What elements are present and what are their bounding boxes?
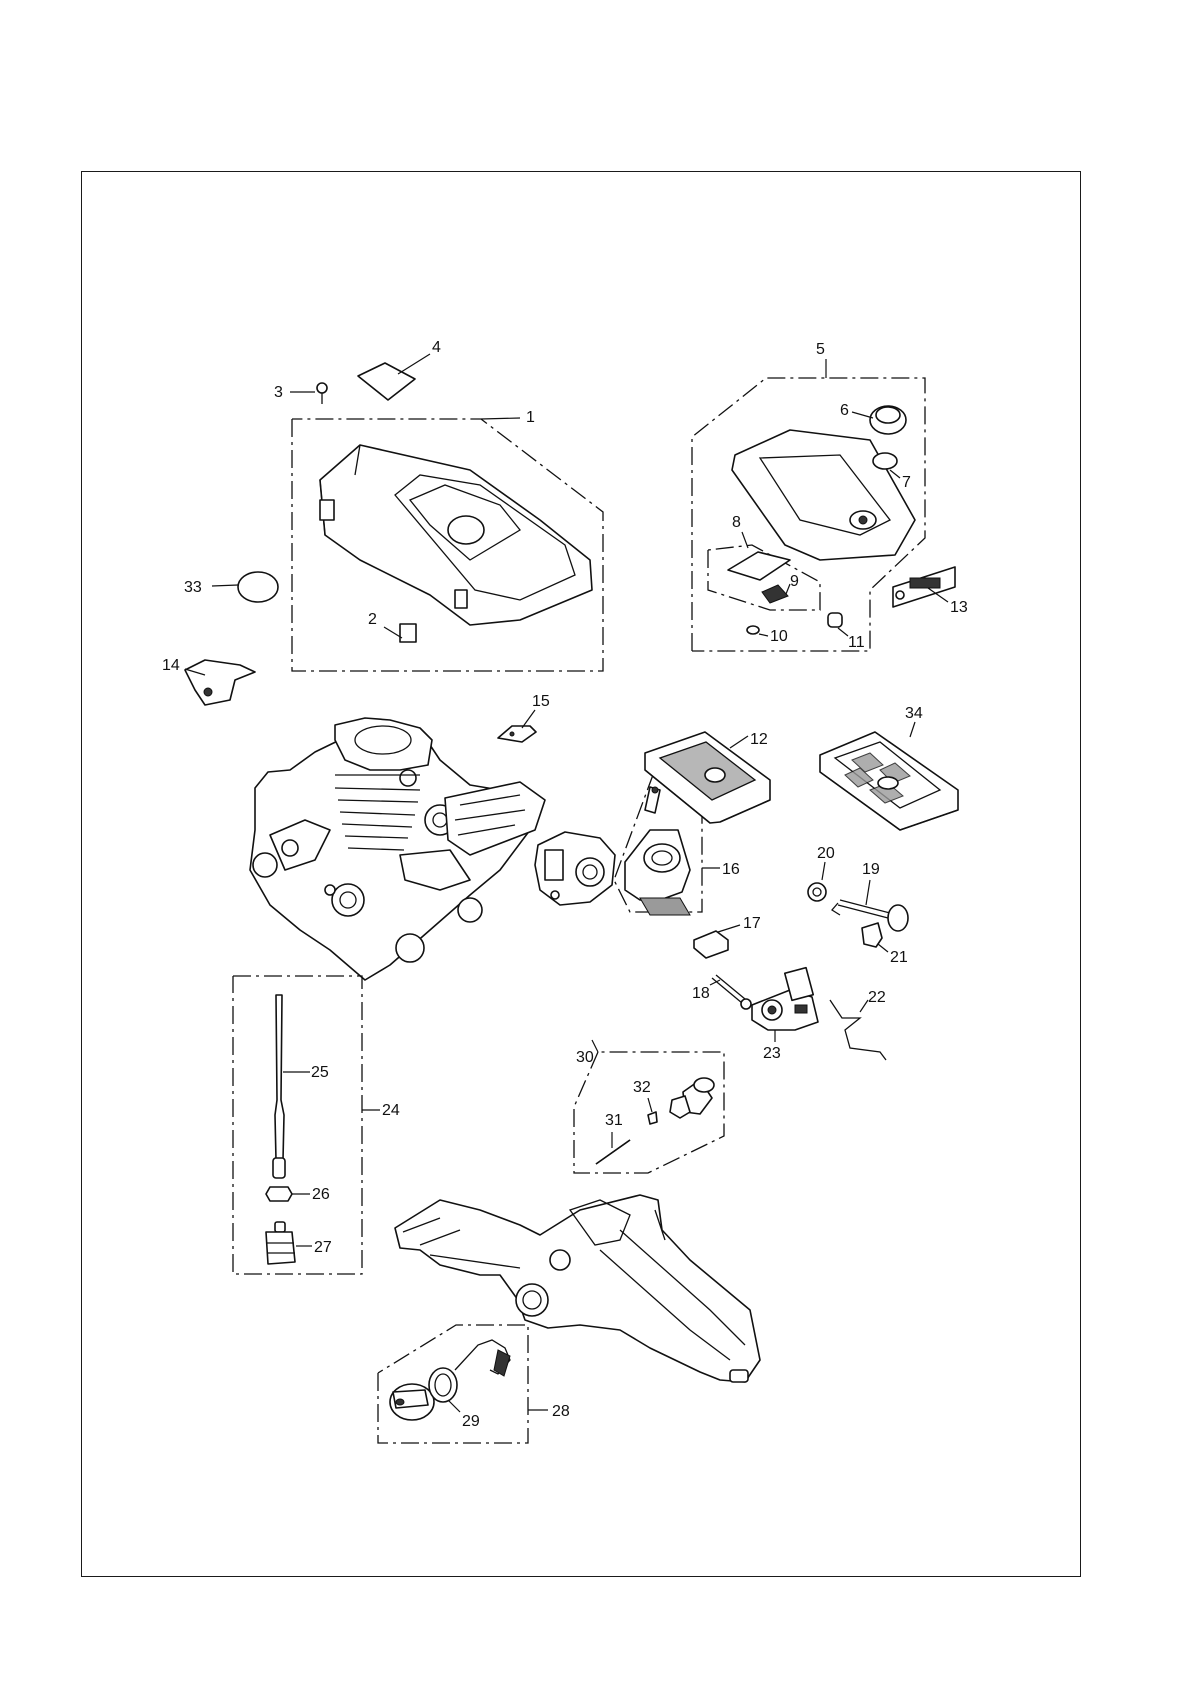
leader-1 bbox=[481, 418, 520, 419]
label-8: 8 bbox=[732, 514, 741, 531]
label-33: 33 bbox=[184, 579, 202, 596]
part-9-block bbox=[762, 585, 788, 603]
label-18: 18 bbox=[692, 985, 710, 1002]
label-7: 7 bbox=[902, 474, 911, 491]
part-22-wire bbox=[830, 1000, 886, 1060]
part-18-bolt bbox=[712, 975, 751, 1009]
part-7-ring bbox=[873, 453, 897, 469]
label-13: 13 bbox=[950, 599, 968, 616]
part-33-ring bbox=[238, 572, 278, 602]
label-29: 29 bbox=[462, 1413, 480, 1430]
part-29-ring bbox=[429, 1368, 457, 1402]
label-10: 10 bbox=[770, 628, 788, 645]
part-10-screw bbox=[747, 626, 759, 634]
label-26: 26 bbox=[312, 1186, 330, 1203]
label-22: 22 bbox=[868, 989, 886, 1006]
fuel-cap-group bbox=[378, 1325, 528, 1443]
part-3-screw bbox=[317, 383, 327, 404]
label-14: 14 bbox=[162, 657, 180, 674]
label-20: 20 bbox=[817, 845, 835, 862]
part-30-plug bbox=[670, 1078, 714, 1118]
label-16: 16 bbox=[722, 861, 740, 878]
part-25-hose bbox=[275, 995, 284, 1160]
label-9: 9 bbox=[790, 573, 799, 590]
rear-handle-tank bbox=[395, 1195, 760, 1382]
group-30 bbox=[574, 1052, 724, 1173]
fuel-line-group bbox=[233, 976, 362, 1274]
label-27: 27 bbox=[314, 1239, 332, 1256]
part-8-plate bbox=[728, 552, 790, 580]
label-24: 24 bbox=[382, 1102, 400, 1119]
filter-cover-group bbox=[692, 378, 925, 651]
label-34: 34 bbox=[905, 705, 923, 722]
label-12: 12 bbox=[750, 731, 768, 748]
part-15-plate bbox=[498, 726, 536, 742]
label-5: 5 bbox=[816, 341, 825, 358]
part-27-filter bbox=[266, 1232, 295, 1264]
label-23: 23 bbox=[763, 1045, 781, 1062]
label-15: 15 bbox=[532, 693, 550, 710]
part-23-bracket bbox=[752, 968, 818, 1030]
part-5-filter-cover bbox=[732, 430, 915, 560]
part-17-pad bbox=[694, 931, 728, 958]
engine-block-assembly bbox=[250, 718, 545, 980]
label-19: 19 bbox=[862, 861, 880, 878]
part-20-nut bbox=[808, 883, 826, 901]
part-11-nut bbox=[828, 613, 842, 627]
part-26-nut bbox=[266, 1187, 292, 1201]
label-30: 30 bbox=[576, 1049, 594, 1066]
part-28-cap bbox=[390, 1384, 434, 1420]
label-1: 1 bbox=[526, 409, 535, 426]
label-21: 21 bbox=[890, 949, 908, 966]
label-28: 28 bbox=[552, 1403, 570, 1420]
label-6: 6 bbox=[840, 402, 849, 419]
carburetor bbox=[535, 832, 615, 905]
label-31: 31 bbox=[605, 1112, 623, 1129]
label-3: 3 bbox=[274, 384, 283, 401]
label-32: 32 bbox=[633, 1079, 651, 1096]
part-14-lever bbox=[185, 660, 255, 705]
label-2: 2 bbox=[368, 611, 377, 628]
label-4: 4 bbox=[432, 339, 441, 356]
label-17: 17 bbox=[743, 915, 761, 932]
cover-group bbox=[292, 419, 603, 671]
part-32-clip bbox=[648, 1112, 657, 1124]
label-11: 11 bbox=[848, 634, 865, 651]
part-34-filter bbox=[820, 732, 958, 830]
label-25: 25 bbox=[311, 1064, 329, 1081]
part-21-knob bbox=[862, 923, 882, 947]
part-2-shape bbox=[400, 624, 416, 642]
